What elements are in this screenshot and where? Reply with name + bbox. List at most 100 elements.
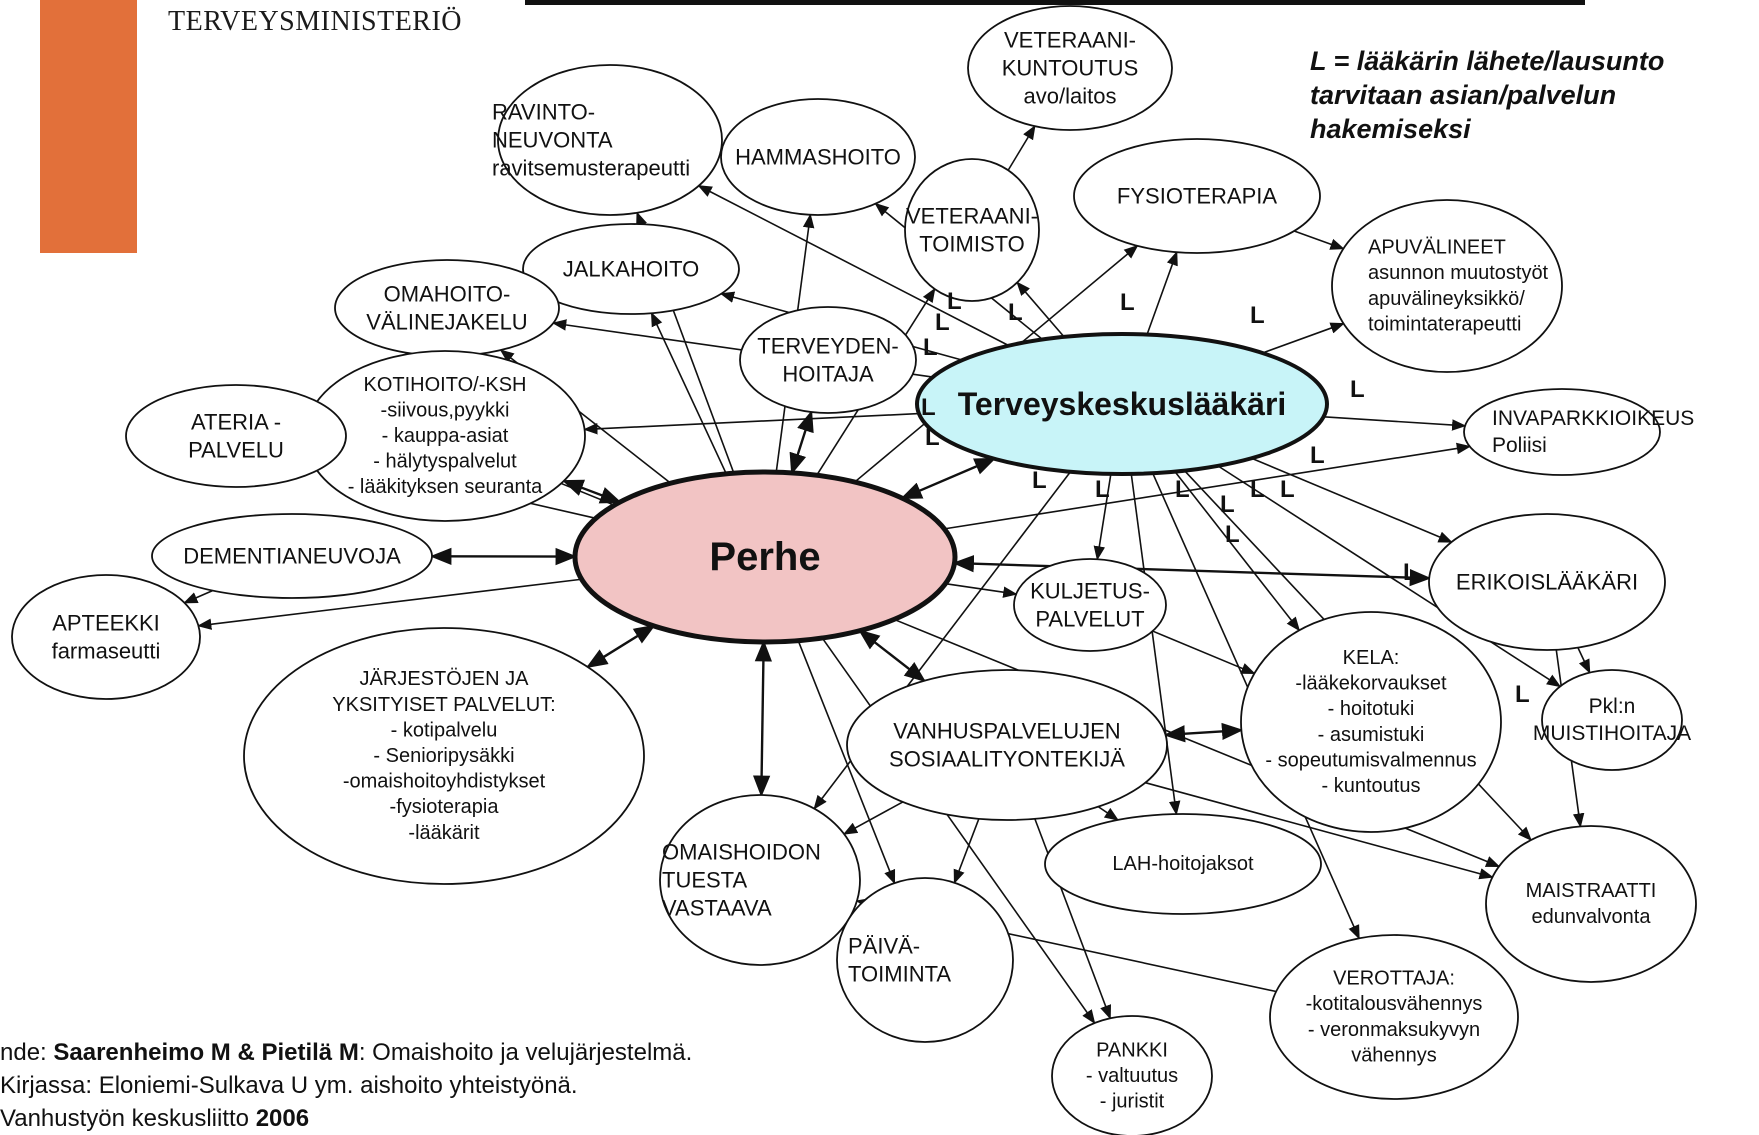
node-jalka-shape: [522, 223, 740, 315]
source-year: 2006: [255, 1105, 310, 1132]
node-apuvalineet-line-2: apuvälineyksikkö/: [1368, 288, 1525, 310]
arrow-laakari-kela: [1174, 471, 1301, 632]
node-lah: LAH-hoitojaksot: [1044, 813, 1322, 915]
node-jalka: JALKAHOITO: [522, 223, 740, 315]
node-veteraanitoimisto-shape: [904, 158, 1040, 302]
node-kela-line-0: KELA:: [1343, 647, 1400, 669]
node-vanhuspalvelut-line-0: VANHUSPALVELUJEN: [893, 718, 1120, 743]
node-omaishoidon-line-0: OMAISHOIDON: [662, 839, 821, 864]
node-jarjestot-line-3: - Senioripysäkki: [373, 745, 514, 767]
arrow-erikoislaakari-pkl: [1577, 647, 1591, 674]
node-hammas-line-0: HAMMASHOITO: [735, 145, 901, 170]
node-perhe-shape: [572, 469, 958, 645]
arrow-perhe-terveydenhoitaja: [789, 409, 814, 475]
node-lah-line-0: LAH-hoitojaksot: [1112, 853, 1254, 875]
node-apteekki-shape: [11, 574, 201, 700]
arrow-veteraanitoimisto-veteraanikuntoutus: [1007, 124, 1036, 171]
node-dementia: DEMENTIANEUVOJA: [151, 513, 433, 599]
referral-marker-1: L: [1250, 302, 1265, 329]
node-erikoislaakari-shape: [1428, 513, 1666, 651]
arrow-laakari-erikoislaakari: [1251, 457, 1453, 543]
referral-marker-15: L: [1225, 521, 1240, 548]
node-kotihoito-line-4: - lääkityksen seuranta: [348, 476, 543, 498]
node-kuljetus-line-0: KULJETUS-: [1030, 578, 1150, 603]
node-jarjestot-shape: [243, 627, 645, 885]
arrow-perhe-erikoislaakari: [952, 555, 1432, 587]
node-paivatoiminta: PÄIVÄ-TOIMINTA: [836, 877, 1014, 1043]
node-paivatoiminta-shape: [836, 877, 1014, 1043]
arrow-laakari-ravinto: [697, 185, 1010, 347]
node-laakari: Terveyskeskuslääkäri: [915, 332, 1329, 476]
node-kela-shape: [1240, 611, 1502, 833]
node-apuvalineet-line-0: APUVÄLINEET: [1368, 237, 1506, 259]
referral-marker-10: L: [1095, 476, 1110, 503]
node-omaishoidon-line-1: TUESTA: [662, 868, 747, 893]
node-veteraanitoimisto-line-1: TOIMISTO: [919, 232, 1025, 257]
node-jarjestot-line-0: JÄRJESTÖJEN JA: [360, 668, 530, 690]
arrow-perhe-paivatoiminta: [797, 640, 896, 885]
node-veteraanikuntoutus-line-1: KUNTOUTUS: [1002, 56, 1139, 81]
referral-marker-17: L: [1515, 681, 1530, 708]
node-ravinto-shape: [497, 64, 723, 216]
arrow-vanhuspalvelut-kela: [1163, 722, 1244, 743]
node-ravinto-line-2: ravitsemusterapeutti: [492, 156, 690, 181]
source-authors: Saarenheimo M & Pietilä M: [53, 1039, 359, 1066]
node-ravinto-line-0: RAVINTO-: [492, 99, 595, 124]
node-paivatoiminta-line-1: TOIMINTA: [848, 962, 951, 987]
node-kela-line-5: - kuntoutus: [1322, 775, 1421, 797]
node-veteraanitoimisto-line-0: VETERAANI-: [906, 203, 1038, 228]
arrow-laakari-pkl: [1217, 465, 1562, 688]
arrow-perhe-invaparkki: [944, 442, 1472, 530]
node-kuljetus: KULJETUS- PALVELUT: [1013, 558, 1167, 652]
node-omaishoidon-line-2: VASTAAVA: [662, 896, 772, 921]
ministry-logo: [40, 0, 137, 253]
node-vanhuspalvelut-line-1: SOSIAALITYONTEKIJÄ: [889, 747, 1125, 772]
arrow-laakari-invaparkki: [1323, 416, 1467, 431]
arrow-dementia-apteekki: [183, 589, 213, 604]
arrow-perhe-omaishoidon: [752, 639, 773, 798]
referral-marker-2: L: [1008, 299, 1023, 326]
node-apteekki-line-0: APTEEKKI: [52, 610, 160, 635]
arrow-laakari-fysio: [1146, 250, 1178, 335]
referral-marker-8: L: [1350, 376, 1365, 403]
node-omahoito: OMAHOITO-VÄLINEJAKELU: [334, 259, 560, 357]
referral-marker-18: L: [1310, 442, 1325, 469]
node-kuljetus-line-1: PALVELUT: [1035, 607, 1144, 632]
node-fysio-line-0: FYSIOTERAPIA: [1117, 184, 1277, 209]
referral-marker-16: L: [1403, 559, 1418, 586]
node-perhe-line-0: Perhe: [709, 535, 820, 579]
node-jalka-line-0: JALKAHOITO: [563, 257, 700, 282]
node-omahoito-line-0: OMAHOITO-: [384, 281, 511, 306]
arrow-laakari-kuljetus: [1093, 473, 1112, 561]
arrow-perhe-pankki: [821, 637, 1096, 1025]
node-terveydenhoitaja-shape: [739, 306, 917, 414]
node-pkl-line-0: Pkl:n: [1589, 695, 1636, 718]
arrow-vanhuspalvelut-omaishoidon: [842, 801, 904, 835]
node-kotihoito-line-2: - kauppa-asiat: [382, 425, 509, 447]
node-jarjestot-line-5: -fysioterapia: [390, 796, 500, 818]
arrow-kuljetus-kela: [1152, 630, 1256, 675]
referral-marker-12: L: [1220, 491, 1235, 518]
source-middle: : Omaishoito ja velujärjestelmä. Kirjass…: [0, 1039, 693, 1132]
node-kela-line-4: - sopeutumisvalmennus: [1265, 749, 1476, 771]
referral-marker-9: L: [1032, 467, 1047, 494]
node-verottaja-line-1: -kotitalousvähennys: [1306, 993, 1483, 1015]
ministry-name: TERVEYSMINISTERIÖ: [168, 6, 463, 37]
node-dementia-line-0: DEMENTIANEUVOJA: [183, 544, 401, 569]
node-pankki-shape: [1051, 1015, 1213, 1135]
node-jarjestot-line-1: YKSITYISET PALVELUT:: [332, 694, 555, 716]
node-pkl-line-1: MUISTIHOITAJA: [1533, 722, 1691, 745]
node-kotihoito-line-0: KOTIHOITO/-KSH: [364, 374, 527, 396]
node-invaparkki-line-1: Poliisi: [1492, 434, 1547, 457]
node-kela-line-3: - asumistuki: [1318, 724, 1425, 746]
arrow-vanhuspalvelut-maistraatti: [1145, 781, 1494, 880]
node-perhe: Perhe: [572, 469, 958, 645]
